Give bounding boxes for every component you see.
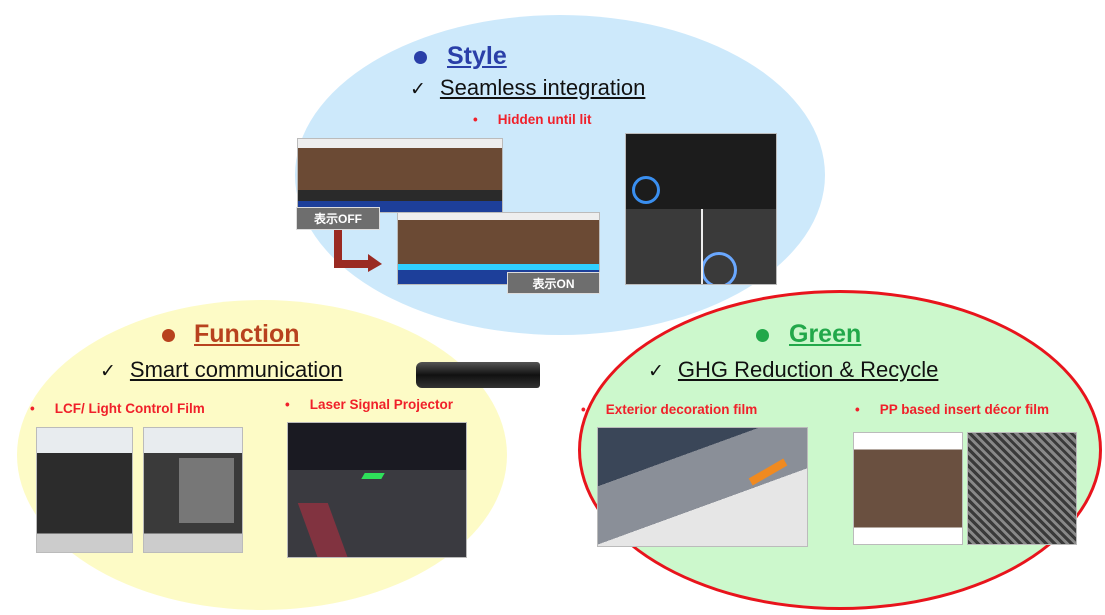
check-icon: ✓ — [100, 361, 116, 382]
function-bullet-dot — [162, 329, 175, 342]
carbon-film-photo — [967, 432, 1077, 545]
bullet-text: PP based insert décor film — [879, 402, 1050, 417]
bullet-text: Hidden until lit — [497, 112, 592, 127]
green-bullet-2: • PP based insert décor film — [855, 402, 1049, 417]
flashlight-photo — [416, 362, 540, 388]
check-icon: ✓ — [648, 361, 664, 382]
dashboard-off-photo — [297, 138, 503, 213]
bullet-text: LCF/ Light Control Film — [54, 401, 205, 416]
green-subtitle-text: GHG Reduction & Recycle — [677, 357, 939, 382]
green-title: Green — [789, 320, 862, 348]
bullet-text: Exterior decoration film — [605, 402, 758, 417]
display-on-tag: 表示ON — [507, 272, 600, 294]
green-bullet-dot — [756, 329, 769, 342]
bullet-icon: • — [473, 112, 478, 127]
style-subtitle: ✓ Seamless integration — [410, 75, 645, 101]
lcf-off-photo — [36, 427, 133, 553]
style-bullet-dot — [414, 51, 427, 64]
bullet-text: Laser Signal Projector — [309, 397, 454, 412]
laser-projector-photo — [287, 422, 467, 558]
style-bullet-1: • Hidden until lit — [473, 112, 591, 127]
bullet-icon: • — [30, 401, 35, 416]
arrow-icon — [334, 230, 382, 272]
function-title: Function — [194, 320, 300, 348]
green-bullet-1: • Exterior decoration film — [581, 402, 757, 417]
function-bullet-1: • LCF/ Light Control Film — [30, 401, 205, 416]
bullet-icon: • — [581, 402, 586, 417]
touch-switch-photo — [625, 133, 777, 285]
lcf-on-photo — [143, 427, 243, 553]
style-subtitle-text: Seamless integration — [439, 75, 646, 100]
function-bullet-2: • Laser Signal Projector — [285, 397, 453, 412]
bullet-icon: • — [285, 397, 290, 412]
style-title: Style — [447, 42, 507, 70]
exterior-film-car-photo — [597, 427, 808, 547]
check-icon: ✓ — [410, 79, 426, 100]
function-subtitle: ✓ Smart communication — [100, 357, 343, 383]
wood-film-photo — [853, 432, 963, 545]
bullet-icon: • — [855, 402, 860, 417]
display-off-tag: 表示OFF — [296, 207, 380, 230]
green-subtitle: ✓ GHG Reduction & Recycle — [648, 357, 938, 383]
function-subtitle-text: Smart communication — [129, 357, 343, 382]
